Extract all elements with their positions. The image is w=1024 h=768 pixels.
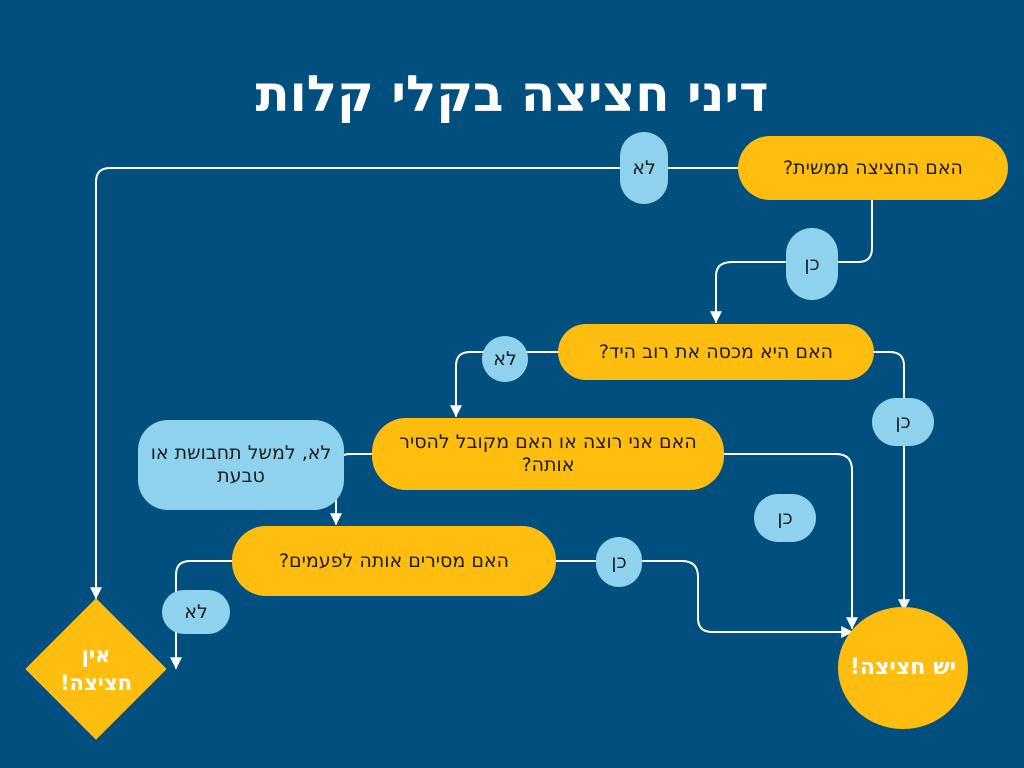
question-box-covers-hand: האם היא מכסה את רוב היד? (558, 324, 874, 380)
connector-q2-yes (873, 351, 910, 612)
connector-q1-no (90, 167, 739, 600)
question-box-sometimes-removed: האם מסירים אותה לפעמים? (232, 526, 556, 596)
question-box-real-interposition: האם החציצה ממשית? (738, 136, 1008, 200)
answer-yes-q1: כן (786, 228, 838, 300)
connector-q4-yes (555, 560, 854, 638)
answer-yes-q3: כן (754, 494, 816, 542)
page-title: דיני חציצה בקלי קלות (255, 65, 769, 123)
question-box-want-remove: האם אני רוצה או האם מקובל להסיר אותה? (372, 418, 724, 490)
answer-no-q3: לא, למשל תחבושת או טבעת (138, 420, 344, 510)
connector-q4-no (170, 560, 233, 670)
answer-no-q2: לא (482, 336, 528, 382)
answer-yes-q4: כן (596, 537, 642, 587)
connector-q3-yes (723, 453, 858, 630)
answer-no-q1: לא (620, 132, 668, 204)
outcome-interposition: יש חציצה! (838, 607, 968, 729)
answer-no-q4: לא (162, 590, 230, 634)
connector-q2-no (450, 351, 559, 418)
outcome-no-interposition: אין חציצה! (59, 643, 133, 695)
answer-yes-q2: כן (872, 398, 934, 446)
